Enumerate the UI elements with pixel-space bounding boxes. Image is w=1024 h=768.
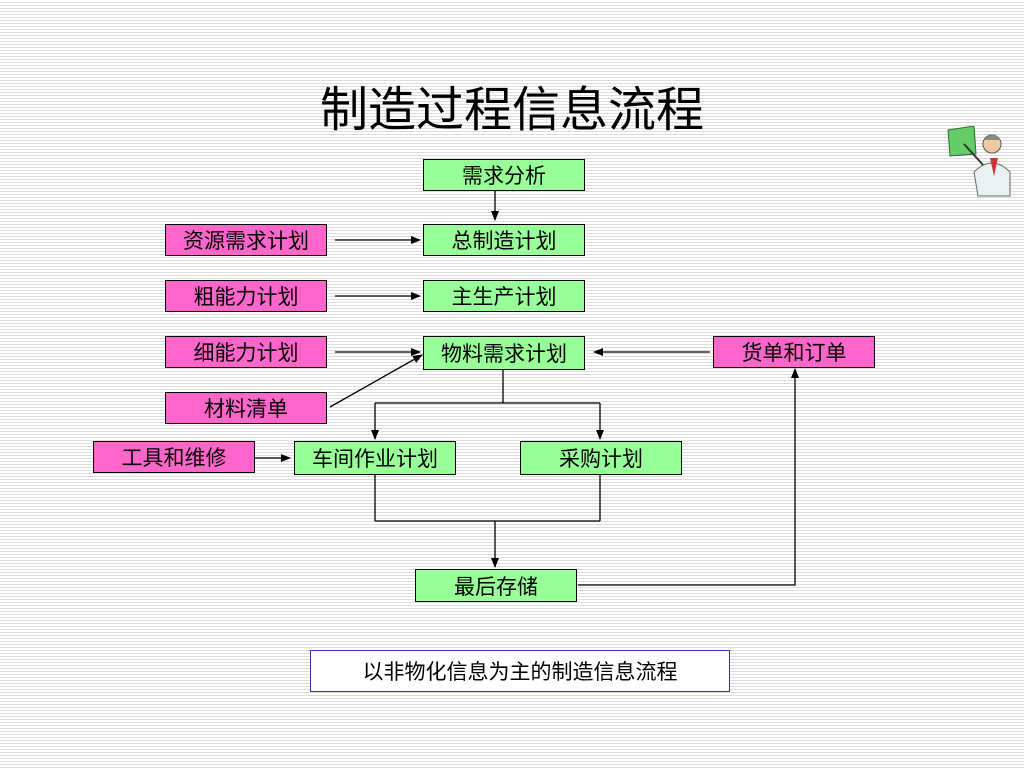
page-title: 制造过程信息流程 — [319, 82, 704, 138]
node-shop-plan: 车间作业计划 — [294, 441, 456, 475]
node-mrp: 物料需求计划 — [423, 336, 585, 370]
node-bom: 材料清单 — [165, 392, 327, 424]
teacher-presenter-icon — [947, 126, 1011, 197]
node-resource-plan: 资源需求计划 — [165, 224, 327, 256]
node-final-storage: 最后存储 — [415, 569, 577, 602]
arrow-bom-to-mrp — [329, 354, 423, 408]
diagram-caption: 以非物化信息为主的制造信息流程 — [310, 650, 730, 692]
node-rough-capacity: 粗能力计划 — [165, 280, 327, 312]
node-invoice-orders: 货单和订单 — [713, 336, 875, 368]
node-tools: 工具和维修 — [93, 441, 255, 473]
node-purchase-plan: 采购计划 — [520, 441, 682, 475]
node-fine-capacity: 细能力计划 — [165, 336, 327, 368]
node-mps: 主生产计划 — [423, 280, 585, 312]
arrow-storage-to-orders — [578, 368, 799, 586]
node-demand-analysis: 需求分析 — [423, 159, 585, 191]
node-master-plan: 总制造计划 — [423, 224, 585, 256]
